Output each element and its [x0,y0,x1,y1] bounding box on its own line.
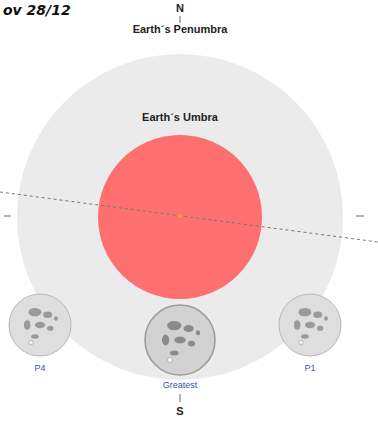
moon-mare [294,320,300,330]
moon-mare [167,321,181,330]
phase-label: P1 [304,363,315,373]
moon-mare [54,316,58,320]
moon-mare [28,308,41,316]
date-label: ov 28/12 [3,2,71,18]
west-tick [4,216,11,217]
moon-path-line [0,192,378,242]
moon-mare [184,325,194,332]
moon-mare [174,336,186,343]
compass-label: N [176,2,184,14]
moon-disc [145,305,215,375]
umbra-circle: Earth´s Umbra [98,135,262,299]
moon-mare [298,308,311,316]
moon-position: P1 [278,293,342,357]
region-label: Earth´s Umbra [142,111,218,123]
moon-mare [47,326,53,331]
moon-mare [31,334,39,338]
region-label: Earth´s Penumbra [133,23,228,35]
phase-label: P4 [34,363,45,373]
centre-dot [178,214,182,218]
moon-crater [299,340,303,344]
moon-mare [317,326,323,331]
moon-disc [279,294,341,356]
moon-mare [196,330,200,335]
north-tick [180,16,181,23]
moon-mare [24,320,30,330]
south-tick [180,394,181,402]
moon-mare [305,322,315,328]
moon-mare [43,312,52,318]
umbra-disc [98,135,262,299]
moon-position: Greatest [144,304,216,376]
moon-mare [35,322,45,328]
moon-mare [170,350,179,355]
phase-label: Greatest [163,380,198,390]
moon-mare [188,341,195,347]
moon-mare [162,335,169,346]
moon-crater [167,357,172,362]
moon-mare [324,316,328,320]
moon-mare [313,312,322,318]
moon-mare [301,334,309,338]
moon-crater [29,340,33,344]
east-tick [356,216,364,217]
moon-position: P4 [8,293,72,357]
moon-disc [9,294,71,356]
compass-label: S [176,405,183,417]
